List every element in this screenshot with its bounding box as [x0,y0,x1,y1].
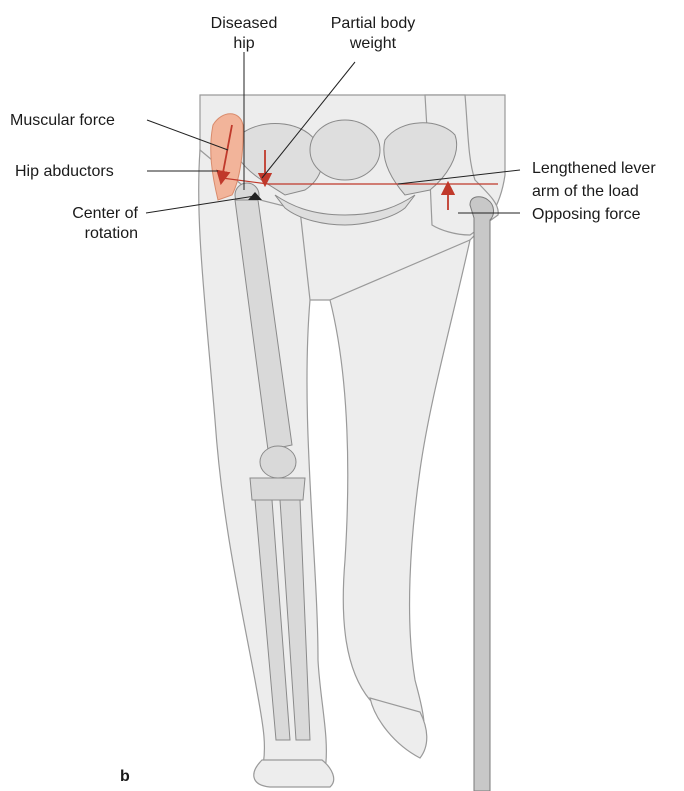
label-diseased-hip-line1: Diseased [211,15,278,32]
label-partial-body-weight-line2: weight [349,35,397,52]
label-partial-body-weight-line1: Partial body [331,15,416,32]
label-muscular-force: Muscular force [10,112,115,129]
label-diseased-hip-line2: hip [233,35,254,52]
panel-letter: b [120,768,130,785]
right-leg [330,240,470,750]
label-lengthened-lever-line2: arm of the load [532,183,639,200]
label-center-of-rotation-line1: Center of [72,205,138,222]
label-opposing-force: Opposing force [532,206,641,223]
left-foot [254,760,334,787]
label-hip-abductors: Hip abductors [15,163,114,180]
label-center-of-rotation-line2: rotation [85,225,138,242]
label-lengthened-lever-line1: Lengthened lever [532,160,656,177]
cane [470,197,494,791]
